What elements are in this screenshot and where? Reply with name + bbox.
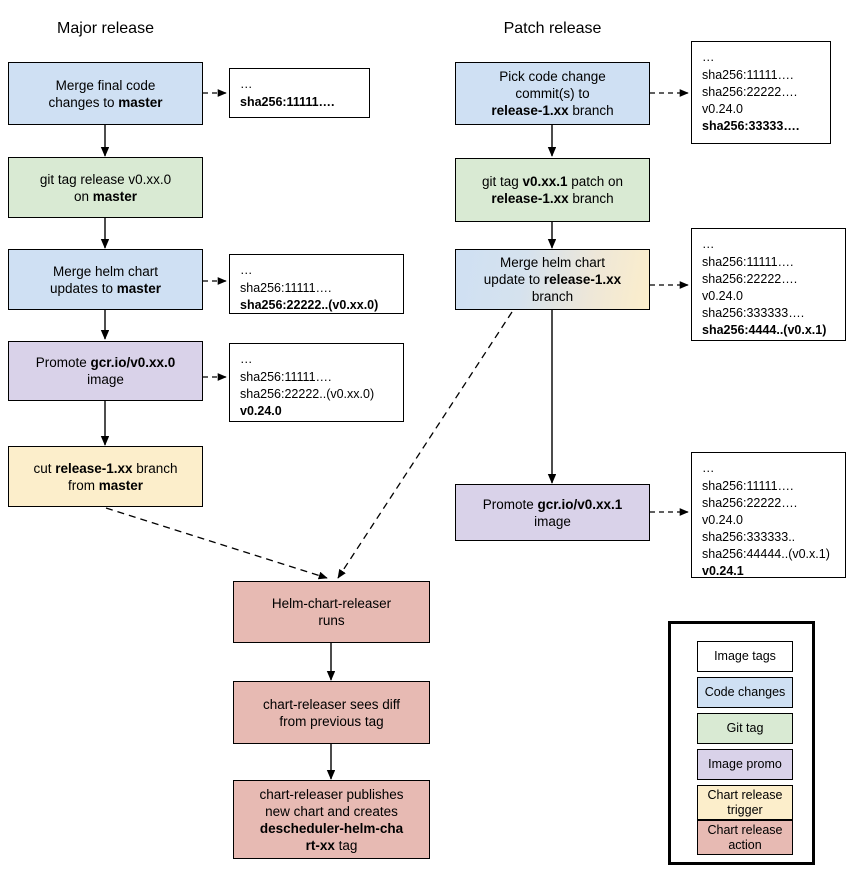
legend-item-chart-release-trigger: Chart release trigger (697, 785, 793, 820)
tag-line: sha256:11111…. (702, 255, 794, 269)
edge-patch-to-tags (650, 89, 689, 516)
edge-major-to-tags (203, 89, 227, 381)
node-label-line: Promote gcr.io/v0.xx.0 (35, 355, 176, 370)
tagbox-after-merge-final-code: … sha256:11111…. (229, 68, 370, 118)
tag-line: sha256:33333…. (702, 119, 800, 133)
tagbox-after-merge-helm-release-branch: … sha256:11111…. sha256:22222…. v0.24.0 sha2… (691, 228, 846, 341)
tag-line: sha256:22222…. (702, 272, 798, 286)
node-label-line: release-1.xx branch (491, 103, 614, 118)
tag-line: sha256:11111…. (240, 370, 332, 384)
legend-action-line1: Chart release (707, 822, 783, 837)
column-title-major: Major release (57, 20, 154, 37)
tagbox-after-pick-commit: … sha256:11111…. sha256:22222…. v0.24.0 sha2… (691, 41, 831, 144)
node-label-line: Promote gcr.io/v0.xx.1 (482, 496, 623, 512)
tagbox-after-promote-patch: … sha256:11111…. sha256:22222…. v0.24.0 sha2… (691, 452, 846, 578)
tag-line: sha256:22222…. (702, 85, 798, 99)
node-label-line: rt-xx tag (305, 837, 358, 853)
node-label-line: update to release-1.xx (483, 272, 622, 287)
node-label-line: Pick code change (499, 69, 606, 84)
node-label-line: chart-releaser publishes (259, 786, 404, 802)
node-promote-image-major[interactable]: Promote gcr.io/v0.xx.0 image (8, 341, 203, 401)
node-label-line: chart-releaser sees diff (262, 696, 401, 712)
tag-line: v0.24.0 (702, 289, 744, 303)
tag-line: v0.24.0 (240, 404, 282, 418)
tag-line-ellipsis: … (702, 50, 716, 64)
legend-action-line2: action (728, 837, 762, 852)
node-label-line: new chart and creates (265, 803, 398, 819)
legend-trigger-line1: Chart release (707, 787, 783, 802)
node-label-line: image (534, 513, 571, 529)
node-label-line: git tag v0.xx.1 patch on (481, 174, 624, 189)
legend-item-image-tags: Image tags (697, 641, 793, 672)
tag-line: sha256:11111…. (240, 95, 335, 109)
node-merge-helm-chart-release-branch[interactable]: Merge helm chart update to release-1.xx br… (455, 249, 650, 310)
node-helm-chart-releaser-runs[interactable]: Helm-chart-releaser runs (233, 581, 430, 643)
node-label-line: commit(s) to (515, 86, 590, 101)
node-label-line: release-1.xx branch (491, 191, 614, 206)
node-label-line: Merge helm chart (52, 263, 159, 279)
legend-item-image-promo: Image promo (697, 749, 793, 780)
legend-box: Image tags Code changes Git tag Image pr… (668, 621, 815, 865)
node-label-line: cut release-1.xx branch (33, 460, 178, 476)
tag-line: sha256:22222…. (702, 496, 798, 510)
legend-item-git-tag: Git tag (697, 713, 793, 744)
tag-line: v0.24.0 (702, 102, 744, 116)
tag-line-ellipsis: … (240, 352, 254, 366)
tag-line: sha256:11111…. (240, 281, 332, 295)
node-pick-code-change[interactable]: Pick code change commit(s) to release-1.xx… (455, 62, 650, 125)
column-title-patch: Patch release (503, 20, 602, 37)
node-label-line: Merge final code (55, 77, 156, 93)
tag-line-ellipsis: … (702, 461, 716, 475)
legend-item-chart-release-action: Chart release action (697, 820, 793, 855)
tag-line: sha256:11111…. (702, 68, 794, 82)
node-label-line: on master (73, 188, 138, 204)
tag-line-ellipsis: … (240, 263, 254, 277)
node-label-line: git tag release v0.xx.0 (39, 171, 172, 187)
node-label-line: Merge helm chart (499, 255, 606, 270)
node-label-line: updates to master (49, 280, 162, 296)
tag-line: sha256:333333…. (702, 306, 805, 320)
tag-line: v0.24.1 (702, 564, 744, 578)
node-label-line: from previous tag (279, 713, 384, 729)
tag-line: sha256:333333.. (702, 530, 796, 544)
node-label-line: runs (318, 613, 345, 628)
node-label-line: from master (67, 477, 144, 493)
node-label-line: descheduler-helm-cha (259, 820, 404, 836)
tag-line: sha256:22222..(v0.xx.0) (240, 298, 379, 312)
node-label-line: changes to master (48, 94, 163, 110)
node-label-line: Helm-chart-releaser (271, 596, 392, 611)
node-label-line: image (87, 372, 124, 387)
tag-line: sha256:44444..(v0.x.1) (702, 547, 830, 561)
legend-item-code-changes: Code changes (697, 677, 793, 708)
legend-trigger-line2: trigger (727, 802, 763, 817)
tag-line-ellipsis: … (240, 77, 254, 91)
node-git-tag-patch[interactable]: git tag v0.xx.1 patch on release-1.xx bra… (455, 158, 650, 222)
node-label-line: branch (531, 289, 574, 304)
tagbox-after-merge-helm-master: … sha256:11111…. sha256:22222..(v0.xx.0) (229, 254, 404, 314)
tag-line: sha256:11111…. (702, 479, 794, 493)
tag-line-ellipsis: … (702, 237, 716, 251)
tag-line: sha256:22222..(v0.xx.0) (240, 387, 375, 401)
tag-line: sha256:4444..(v0.x.1) (702, 323, 827, 337)
tagbox-after-promote-major: … sha256:11111…. sha256:22222..(v0.xx.0) v0… (229, 343, 404, 422)
tag-line: v0.24.0 (702, 513, 744, 527)
